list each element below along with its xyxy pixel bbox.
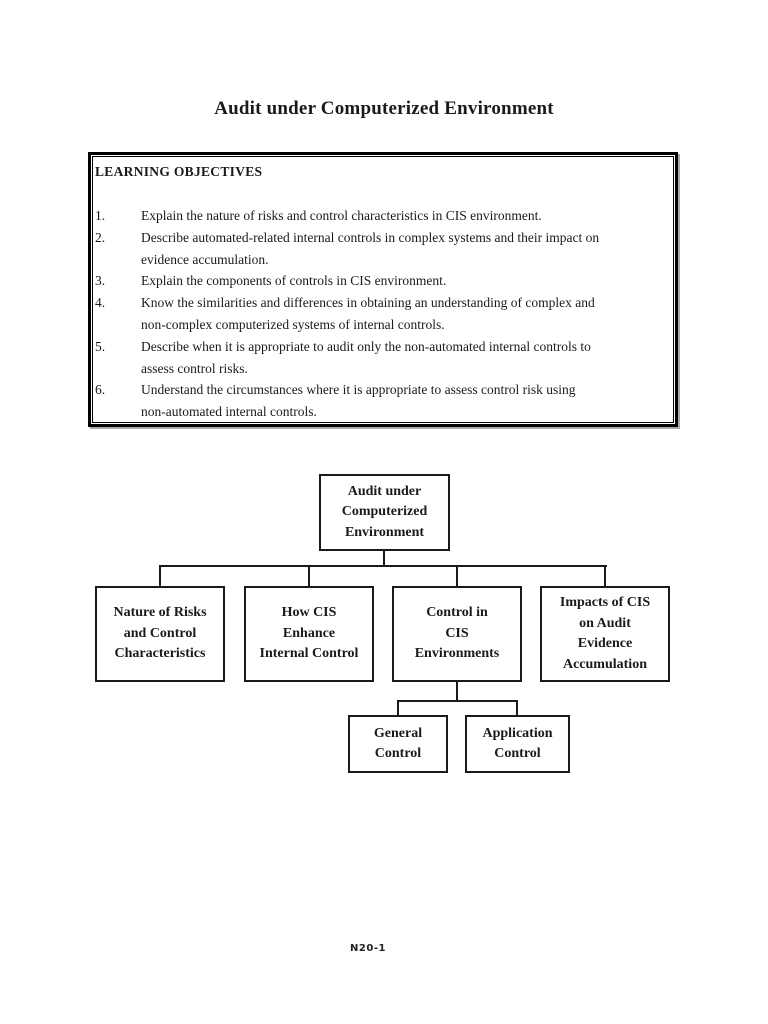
chart-node-general-control: General Control [348, 715, 448, 773]
connector-horizontal-level2 [159, 565, 607, 567]
chart-node-root: Audit under Computerized Environment [319, 474, 450, 551]
objective-number: 3. [95, 273, 106, 289]
chart-node-how-cis-enhance: How CIS Enhance Internal Control [244, 586, 374, 682]
connector-stub-nature-of-risks [159, 567, 161, 586]
objective-number: 4. [95, 295, 106, 311]
page-title: Audit under Computerized Environment [214, 98, 554, 119]
objective-number: 1. [95, 208, 106, 223]
objective-number: 5. [95, 338, 106, 354]
connector-stub-impacts [604, 567, 606, 586]
objective-text: Describe automated-related internal cont… [141, 229, 600, 267]
learning-objectives-heading: LEARNING OBJECTIVES [95, 164, 263, 179]
objective-item: 3. Explain the components of controls in… [95, 270, 661, 292]
connector-horizontal-level3 [397, 700, 518, 702]
connector-stub-control-in-cis [456, 567, 458, 586]
objective-item: 2. Describe automated-related internal c… [95, 227, 661, 271]
objective-number: 2. [95, 229, 106, 245]
objective-item: 5. Describe when it is appropriate to au… [95, 336, 661, 380]
objective-text: Explain the components of controls in CI… [141, 273, 447, 289]
connector-stub-general-control [397, 702, 399, 715]
page-number: N20-1 [350, 943, 386, 954]
objective-item: 1. Explain the nature of risks and contr… [95, 205, 661, 227]
connector-stub-application-control [516, 702, 518, 715]
chart-node-impacts-of-cis: Impacts of CIS on Audit Evidence Accumul… [540, 586, 670, 682]
objective-text: Explain the nature of risks and control … [141, 208, 542, 223]
chart-node-nature-of-risks: Nature of Risks and Control Characterist… [95, 586, 225, 682]
objective-text: Know the similarities and differences in… [141, 295, 595, 332]
connector-stub-how-cis [308, 567, 310, 586]
objective-text: Describe when it is appropriate to audit… [141, 338, 591, 376]
objective-number: 6. [95, 382, 106, 398]
chart-node-application-control: Application Control [465, 715, 570, 773]
chart-node-control-in-cis: Control in CIS Environments [392, 586, 522, 682]
connector-control-down-stub [456, 682, 458, 702]
objective-item: 4. Know the similarities and differences… [95, 292, 661, 336]
objective-item: 6. Understand the circumstances where it… [95, 379, 661, 423]
objective-text: Understand the circumstances where it is… [141, 382, 576, 420]
connector-root-stub [383, 551, 385, 567]
learning-objectives-inner-frame: LEARNING OBJECTIVES 1. Explain the natur… [92, 156, 674, 423]
learning-objectives-box: LEARNING OBJECTIVES 1. Explain the natur… [88, 152, 678, 427]
